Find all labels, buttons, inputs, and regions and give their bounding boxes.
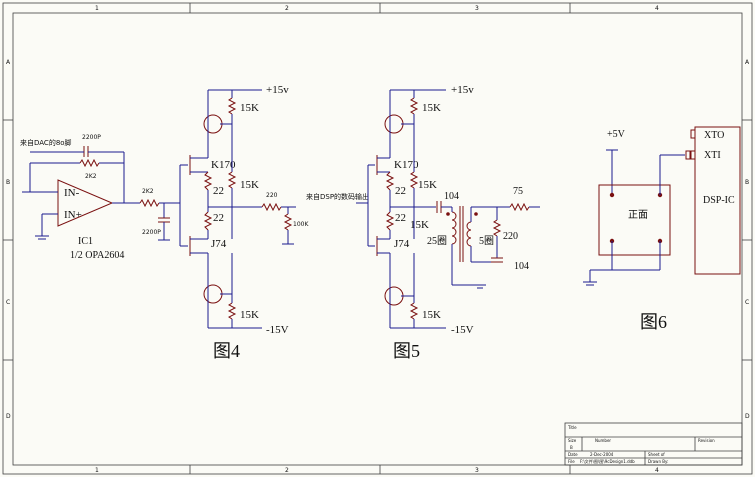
opamp-ref: IC1: [78, 236, 93, 247]
fig4-jfet-p: J74: [211, 238, 227, 250]
fig4-caption: 图4: [213, 341, 240, 361]
tb-sheet-label: Sheet of: [648, 452, 665, 457]
fig6-crystal-label: 正面: [628, 210, 648, 221]
fig4-r-top: 15K: [240, 102, 259, 114]
fig5-r-mid-top: 15K: [418, 179, 437, 191]
fig4-r-bottom: 15K: [240, 309, 259, 321]
fig5-r-mid: 15K: [410, 219, 429, 231]
fig4-r-src1: 22: [213, 185, 224, 197]
tb-date-value: 2-Dec-2004: [590, 452, 614, 457]
fig4-shunt-cap: 2200P: [142, 229, 161, 236]
fig5-r-top: 15K: [422, 102, 441, 114]
opamp-plus: IN+: [64, 209, 82, 221]
tb-size-value: B: [570, 445, 573, 450]
fig4-r-mid-top: 15K: [240, 179, 259, 191]
border-col-2: 2: [285, 5, 289, 12]
border-col-2-bottom: 2: [285, 467, 289, 474]
fig4-supply-pos: +15v: [266, 84, 289, 96]
fig6-pin-xto: XTO: [704, 130, 724, 141]
fig5-prim-turns: 25圈: [427, 235, 447, 247]
dsp-chip: [694, 126, 741, 275]
tb-date-label: Date: [568, 452, 578, 457]
fig4-supply-neg: -15V: [266, 324, 289, 336]
fig4-series-res: 2K2: [142, 188, 154, 195]
border-row-a-right: A: [745, 59, 750, 66]
fig5-cap-out: 104: [514, 261, 529, 272]
fig6-caption: 图6: [640, 312, 667, 332]
fig4-r-out: 220: [266, 192, 278, 199]
tb-title-label: Title: [567, 425, 577, 430]
figure-5-circuit: 来自DSP的数码输出 K170 J74 +15v -15V 15K: [306, 84, 540, 361]
fig4-input-note: 来自DAC的8o脚: [20, 138, 72, 147]
fig6-chip-label: DSP-IC: [703, 195, 735, 206]
fig6-supply: +5V: [607, 129, 626, 140]
border-col-4-bottom: 4: [655, 467, 659, 474]
opamp-symbol: [57, 179, 114, 227]
opamp-minus: IN-: [64, 187, 80, 199]
fig5-supply-neg: -15V: [451, 324, 474, 336]
fig4-feedback-cap: 2200P: [82, 134, 101, 141]
fig6-pin-xti: XTI: [704, 150, 721, 161]
border-col-4: 4: [655, 5, 659, 12]
figure-6-circuit: +5V 正面 XTO XTI DSP-IC 图6: [583, 126, 741, 332]
fig5-r-src2: 22: [395, 212, 406, 224]
title-block: Title Size B Number Revision Date 2-Dec-…: [564, 422, 743, 466]
border-col-3: 3: [475, 5, 479, 12]
tb-file-label: File: [568, 459, 575, 464]
tb-number-label: Number: [595, 438, 611, 443]
opamp-part: 1/2 OPA2604: [70, 250, 124, 261]
border-col-1-bottom: 1: [95, 467, 99, 474]
fig4-r-load: 100K: [293, 221, 309, 228]
fig5-r-term: 220: [503, 231, 518, 242]
fig5-input-note: 来自DSP的数码输出: [306, 192, 369, 201]
border-row-d: D: [6, 413, 11, 420]
tb-revision-label: Revision: [698, 438, 715, 443]
fig5-r-bottom: 15K: [422, 309, 441, 321]
fig4-jfet-n: K170: [211, 159, 236, 171]
figure-4-circuit: IN- IN+ IC1 1/2 OPA2604 来自DAC的8o脚 2200P …: [20, 84, 309, 361]
fig5-sec-turns: 5圈: [479, 235, 494, 247]
tb-drawn-label: Drawn By:: [648, 459, 668, 464]
border-row-c-right: C: [745, 299, 749, 306]
border-row-b: B: [6, 179, 10, 186]
fig5-jfet-n: K170: [394, 159, 419, 171]
fig5-cap-in: 104: [444, 191, 459, 202]
tb-size-label: Size: [568, 438, 577, 443]
fig5-supply-pos: +15v: [451, 84, 474, 96]
crystal-oscillator: [598, 184, 671, 256]
tb-file-value: F:\文件\图\图\9cDesign1.ddb: [580, 458, 635, 464]
fig5-r-series: 75: [513, 186, 523, 197]
border-row-c: C: [6, 299, 10, 306]
border-row-a: A: [6, 59, 11, 66]
fig4-feedback-res: 2K2: [85, 173, 97, 180]
border-row-d-right: D: [745, 413, 750, 420]
fig5-caption: 图5: [393, 341, 420, 361]
fig5-r-src1: 22: [395, 185, 406, 197]
border-col-3-bottom: 3: [475, 467, 479, 474]
fig5-jfet-p: J74: [394, 238, 410, 250]
border-col-1: 1: [95, 5, 99, 12]
fig4-r-src2: 22: [213, 212, 224, 224]
border-row-b-right: B: [745, 179, 749, 186]
